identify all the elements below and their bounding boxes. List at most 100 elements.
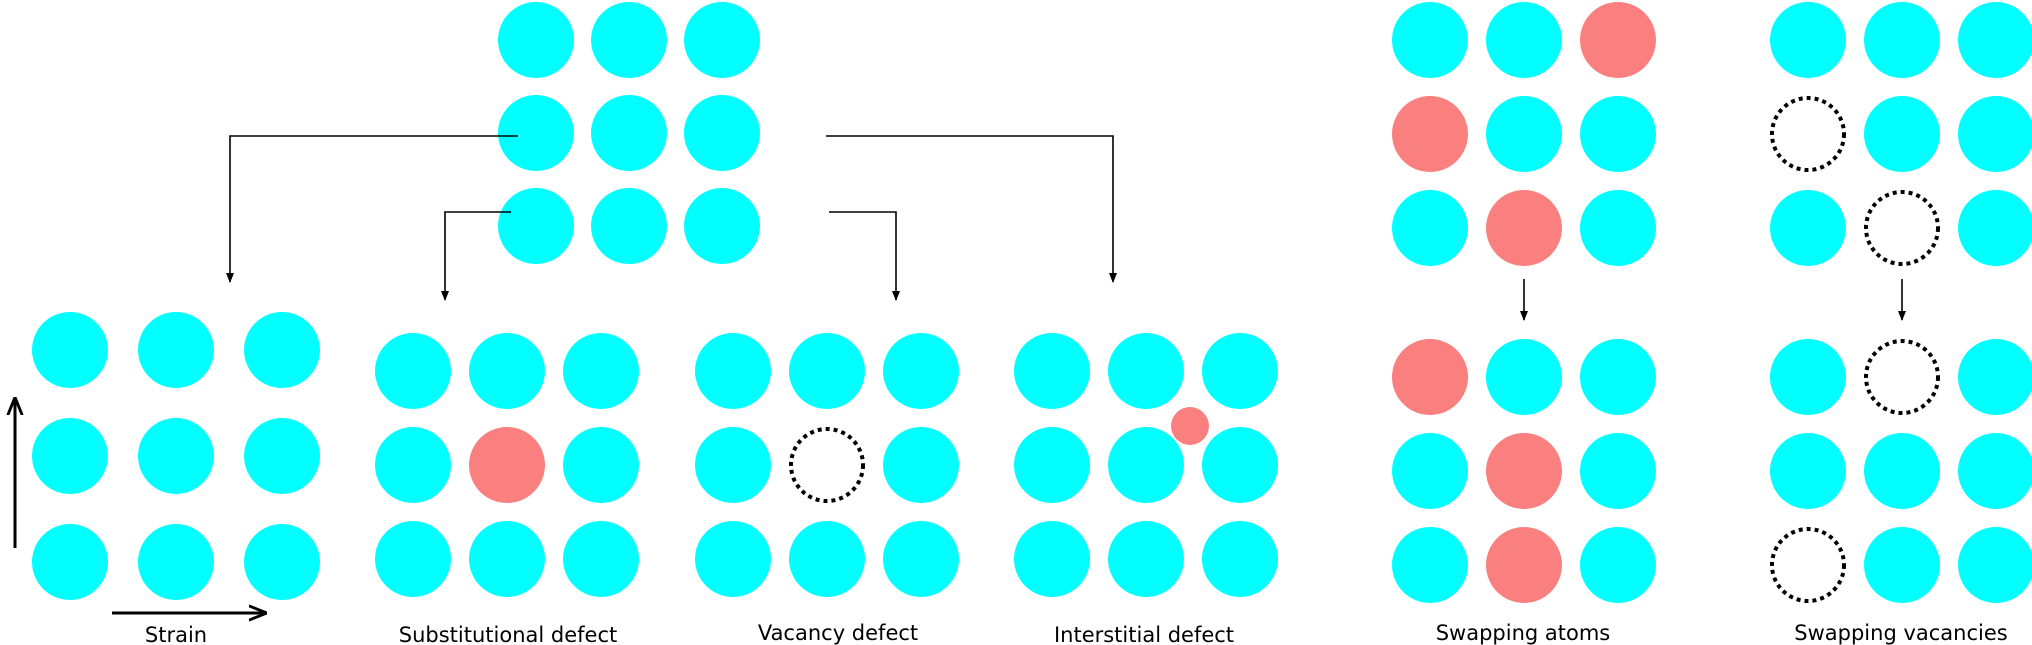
- lattice-atom: [1392, 527, 1468, 603]
- lattice-vacancy: [695, 333, 959, 597]
- lattice-atom: [1580, 190, 1656, 266]
- lattice-atom: [1202, 427, 1278, 503]
- arrow-to-interstitial: [826, 135, 1117, 283]
- lattice-atom: [32, 524, 108, 600]
- lattice-atom: [375, 427, 451, 503]
- lattice-atom: [1958, 527, 2032, 603]
- lattice-atom: [375, 521, 451, 597]
- lattice-atom: [1486, 2, 1562, 78]
- defect-atom: [469, 427, 545, 503]
- lattice-atom: [1014, 521, 1090, 597]
- vacancy-site: [1770, 527, 1846, 603]
- lattice-atom: [1770, 433, 1846, 509]
- lattice-swap-atoms-before: [1392, 2, 1656, 266]
- lattice-atom: [591, 188, 667, 264]
- lattice-atom: [1580, 339, 1656, 415]
- defect-atom: [1486, 433, 1562, 509]
- defect-atom: [1486, 527, 1562, 603]
- lattice-atom: [789, 333, 865, 409]
- lattice-swap-atoms-after: [1392, 339, 1656, 603]
- lattice-atom: [138, 524, 214, 600]
- lattice-atom: [138, 418, 214, 494]
- lattice-atom: [1486, 96, 1562, 172]
- arrow-to-vacancy: [829, 211, 900, 301]
- lattice-atom: [1958, 339, 2032, 415]
- lattice-atom: [498, 95, 574, 171]
- lattice-atom: [563, 427, 639, 503]
- lattice-atom: [695, 521, 771, 597]
- lattice-atom: [1580, 433, 1656, 509]
- lattice-substitutional: [375, 333, 639, 597]
- lattice-atom: [563, 333, 639, 409]
- lattice-atom: [695, 427, 771, 503]
- lattice-atom: [32, 312, 108, 388]
- lattice-atom: [1958, 2, 2032, 78]
- vacancy-site: [1864, 190, 1940, 266]
- lattice-atom: [1392, 2, 1468, 78]
- lattice-atom: [1958, 190, 2032, 266]
- lattice-atom: [1392, 190, 1468, 266]
- lattice-atom: [1958, 96, 2032, 172]
- lattice-swap-vacancies-before: [1770, 2, 2032, 266]
- lattice-atom: [375, 333, 451, 409]
- lattice-atom: [32, 418, 108, 494]
- lattice-atom: [469, 333, 545, 409]
- lattice-atom: [1392, 433, 1468, 509]
- lattice-atom: [1108, 521, 1184, 597]
- lattice-atom: [684, 2, 760, 78]
- label-interstitial: Interstitial defect: [1054, 623, 1234, 645]
- lattice-atom: [1864, 96, 1940, 172]
- lattice-atom: [1770, 339, 1846, 415]
- lattice-atom: [1108, 427, 1184, 503]
- lattice-atom: [1864, 2, 1940, 78]
- lattice-atom: [789, 521, 865, 597]
- lattice-interstitial: [1014, 333, 1278, 597]
- lattice-atom: [1202, 521, 1278, 597]
- lattice-atom: [591, 95, 667, 171]
- lattice-atom: [244, 312, 320, 388]
- defect-atom: [1580, 2, 1656, 78]
- label-swapping-vacancies: Swapping vacancies: [1794, 621, 2007, 645]
- defect-atom: [1392, 96, 1468, 172]
- vacancy-site: [1770, 96, 1846, 172]
- lattice-atom: [138, 312, 214, 388]
- vacancy-site: [789, 427, 865, 503]
- lattice-atom: [469, 521, 545, 597]
- lattice-atom: [883, 521, 959, 597]
- lattice-atom: [1770, 190, 1846, 266]
- lattice-atom: [1770, 2, 1846, 78]
- lattice-atom: [1580, 527, 1656, 603]
- lattice-atom: [1958, 433, 2032, 509]
- lattice-atom: [591, 2, 667, 78]
- lattice-swap-vacancies-after: [1770, 339, 2032, 603]
- defect-atom: [1392, 339, 1468, 415]
- lattice-atom: [883, 333, 959, 409]
- arrow-to-substitutional: [441, 211, 511, 301]
- label-vacancy: Vacancy defect: [758, 621, 918, 645]
- lattice-atom: [498, 188, 574, 264]
- lattice-atom: [244, 524, 320, 600]
- lattice-atom: [684, 188, 760, 264]
- arrows: [15, 135, 1906, 613]
- lattice-atom: [1486, 339, 1562, 415]
- label-substitutional: Substitutional defect: [399, 623, 617, 645]
- lattice-atom: [1580, 96, 1656, 172]
- label-swapping-atoms: Swapping atoms: [1436, 621, 1611, 645]
- vacancy-site: [1864, 339, 1940, 415]
- lattice-atom: [883, 427, 959, 503]
- lattice-atom: [563, 521, 639, 597]
- interstitial-atom: [1171, 407, 1209, 445]
- lattice-atom: [695, 333, 771, 409]
- defect-atom: [1486, 190, 1562, 266]
- lattice-atom: [1108, 333, 1184, 409]
- lattice-atom: [1864, 527, 1940, 603]
- lattice-strain: [32, 312, 320, 600]
- lattice-reference: [498, 2, 760, 264]
- lattice-atom: [1202, 333, 1278, 409]
- lattice-atom: [1014, 427, 1090, 503]
- label-strain: Strain: [145, 623, 207, 645]
- lattice-atom: [498, 2, 574, 78]
- lattice-atom: [684, 95, 760, 171]
- arrow-to-strain: [226, 135, 518, 283]
